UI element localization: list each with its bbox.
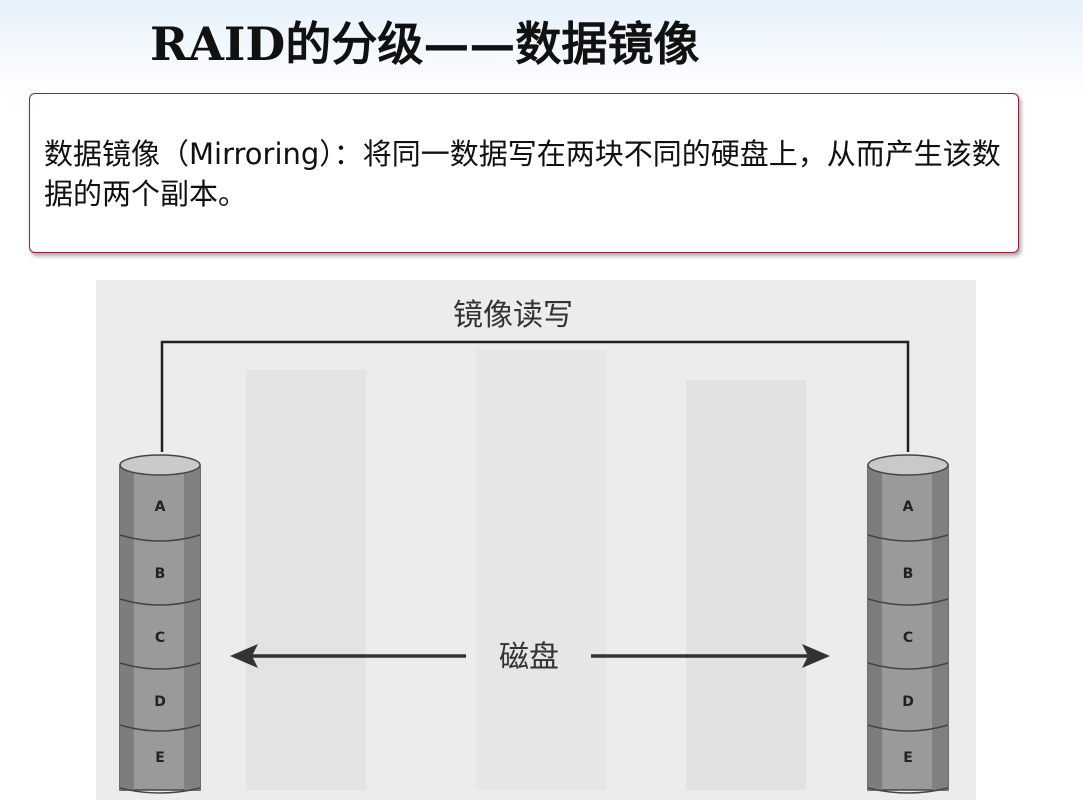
left-disk: A B C D E [118, 453, 202, 794]
segment-label: C [902, 630, 914, 646]
segment-label: D [902, 694, 914, 710]
mirroring-diagram: 镜像读写 磁盘 A B C D E [96, 280, 976, 800]
right-disk-cylinder [867, 454, 949, 794]
right-arrow-head [802, 644, 830, 668]
segment-label: E [155, 750, 165, 766]
mirror-connector-line [160, 340, 910, 452]
background-shade [246, 370, 366, 790]
segment-label: D [154, 694, 166, 710]
segment-label: C [154, 630, 166, 646]
background-shade [686, 380, 806, 790]
segment-label: A [902, 499, 914, 515]
left-arrow-head [230, 644, 258, 668]
right-disk: A B C D E [866, 453, 950, 794]
slide-title: RAID的分级——数据镜像 [150, 17, 700, 71]
segment-label: A [154, 499, 166, 515]
definition-box: 数据镜像（Mirroring）：将同一数据写在两块不同的硬盘上，从而产生该数据的… [29, 93, 1019, 253]
definition-text: 数据镜像（Mirroring）：将同一数据写在两块不同的硬盘上，从而产生该数据的… [44, 137, 1001, 211]
segment-label: B [154, 566, 166, 582]
diagram-lines [160, 340, 910, 668]
left-disk-cylinder [119, 454, 201, 794]
segment-label: B [902, 566, 914, 582]
disk-label: 磁盘 [499, 640, 559, 675]
background-shade [476, 350, 606, 790]
segment-label: E [903, 750, 913, 766]
mirror-read-write-label: 镜像读写 [453, 298, 573, 333]
